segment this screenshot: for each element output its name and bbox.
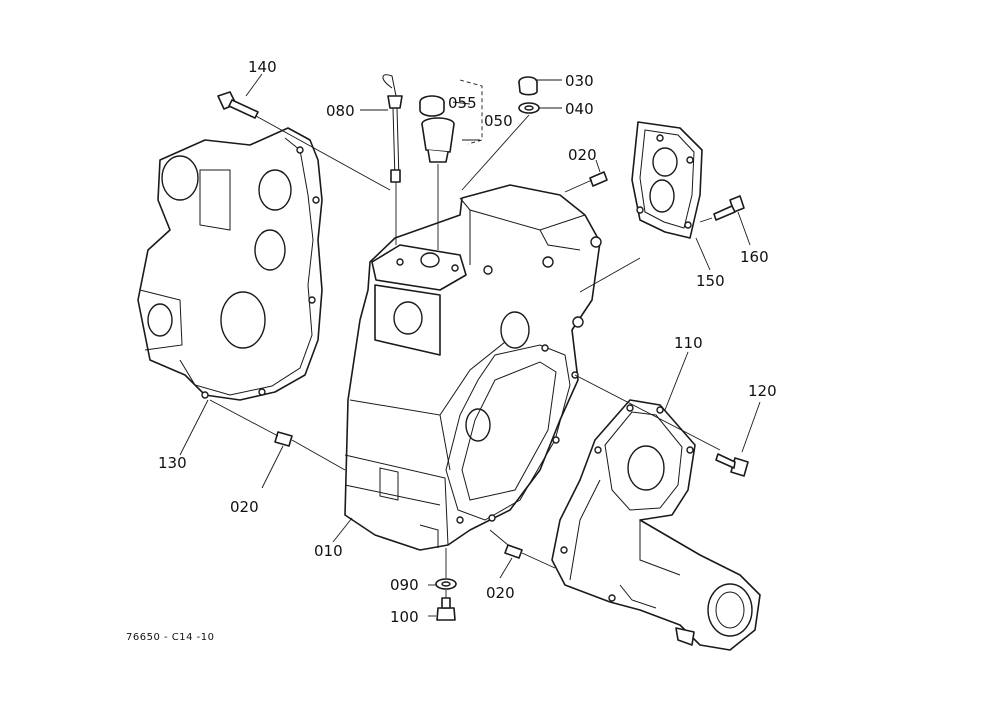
label-055: 055 bbox=[448, 94, 477, 112]
part-020-dowel-pin-left bbox=[274, 431, 293, 447]
part-090-washer bbox=[435, 578, 457, 590]
part-140-bolt bbox=[217, 91, 259, 119]
part-110-axle-housing bbox=[551, 399, 761, 651]
label-150: 150 bbox=[696, 272, 725, 290]
label-020-top: 020 bbox=[568, 146, 597, 164]
label-020-bottom: 020 bbox=[486, 584, 515, 602]
label-040: 040 bbox=[565, 100, 594, 118]
label-030: 030 bbox=[565, 72, 594, 90]
part-030-plug bbox=[518, 76, 538, 96]
part-labels: 140 080 055 050 030 040 020 160 150 110 … bbox=[158, 58, 777, 626]
part-120-bolt bbox=[715, 453, 749, 477]
label-120: 120 bbox=[748, 382, 777, 400]
part-150-rear-cover bbox=[631, 121, 703, 239]
drawing-code: 76650 - C14 -10 bbox=[126, 632, 215, 643]
part-040-washer bbox=[518, 102, 540, 114]
part-050-filler-tube bbox=[421, 117, 455, 163]
label-160: 160 bbox=[740, 248, 769, 266]
part-080-dipstick bbox=[382, 74, 403, 183]
label-140: 140 bbox=[248, 58, 277, 76]
label-010: 010 bbox=[314, 542, 343, 560]
part-010-transmission-case bbox=[344, 184, 602, 551]
part-020-dowel-pin-bottom bbox=[504, 544, 523, 559]
label-110: 110 bbox=[674, 334, 703, 352]
part-055-cap bbox=[419, 95, 445, 117]
label-020-left: 020 bbox=[230, 498, 259, 516]
label-130: 130 bbox=[158, 454, 187, 472]
part-160-bolt bbox=[713, 195, 745, 221]
part-130-front-cover bbox=[137, 127, 323, 401]
label-080: 080 bbox=[326, 102, 355, 120]
part-100-drain-plug bbox=[436, 597, 456, 621]
label-050: 050 bbox=[484, 112, 513, 130]
leader-lines bbox=[179, 73, 761, 617]
label-090: 090 bbox=[390, 576, 419, 594]
label-100: 100 bbox=[390, 608, 419, 626]
part-020-dowel-pin-top bbox=[589, 171, 608, 187]
